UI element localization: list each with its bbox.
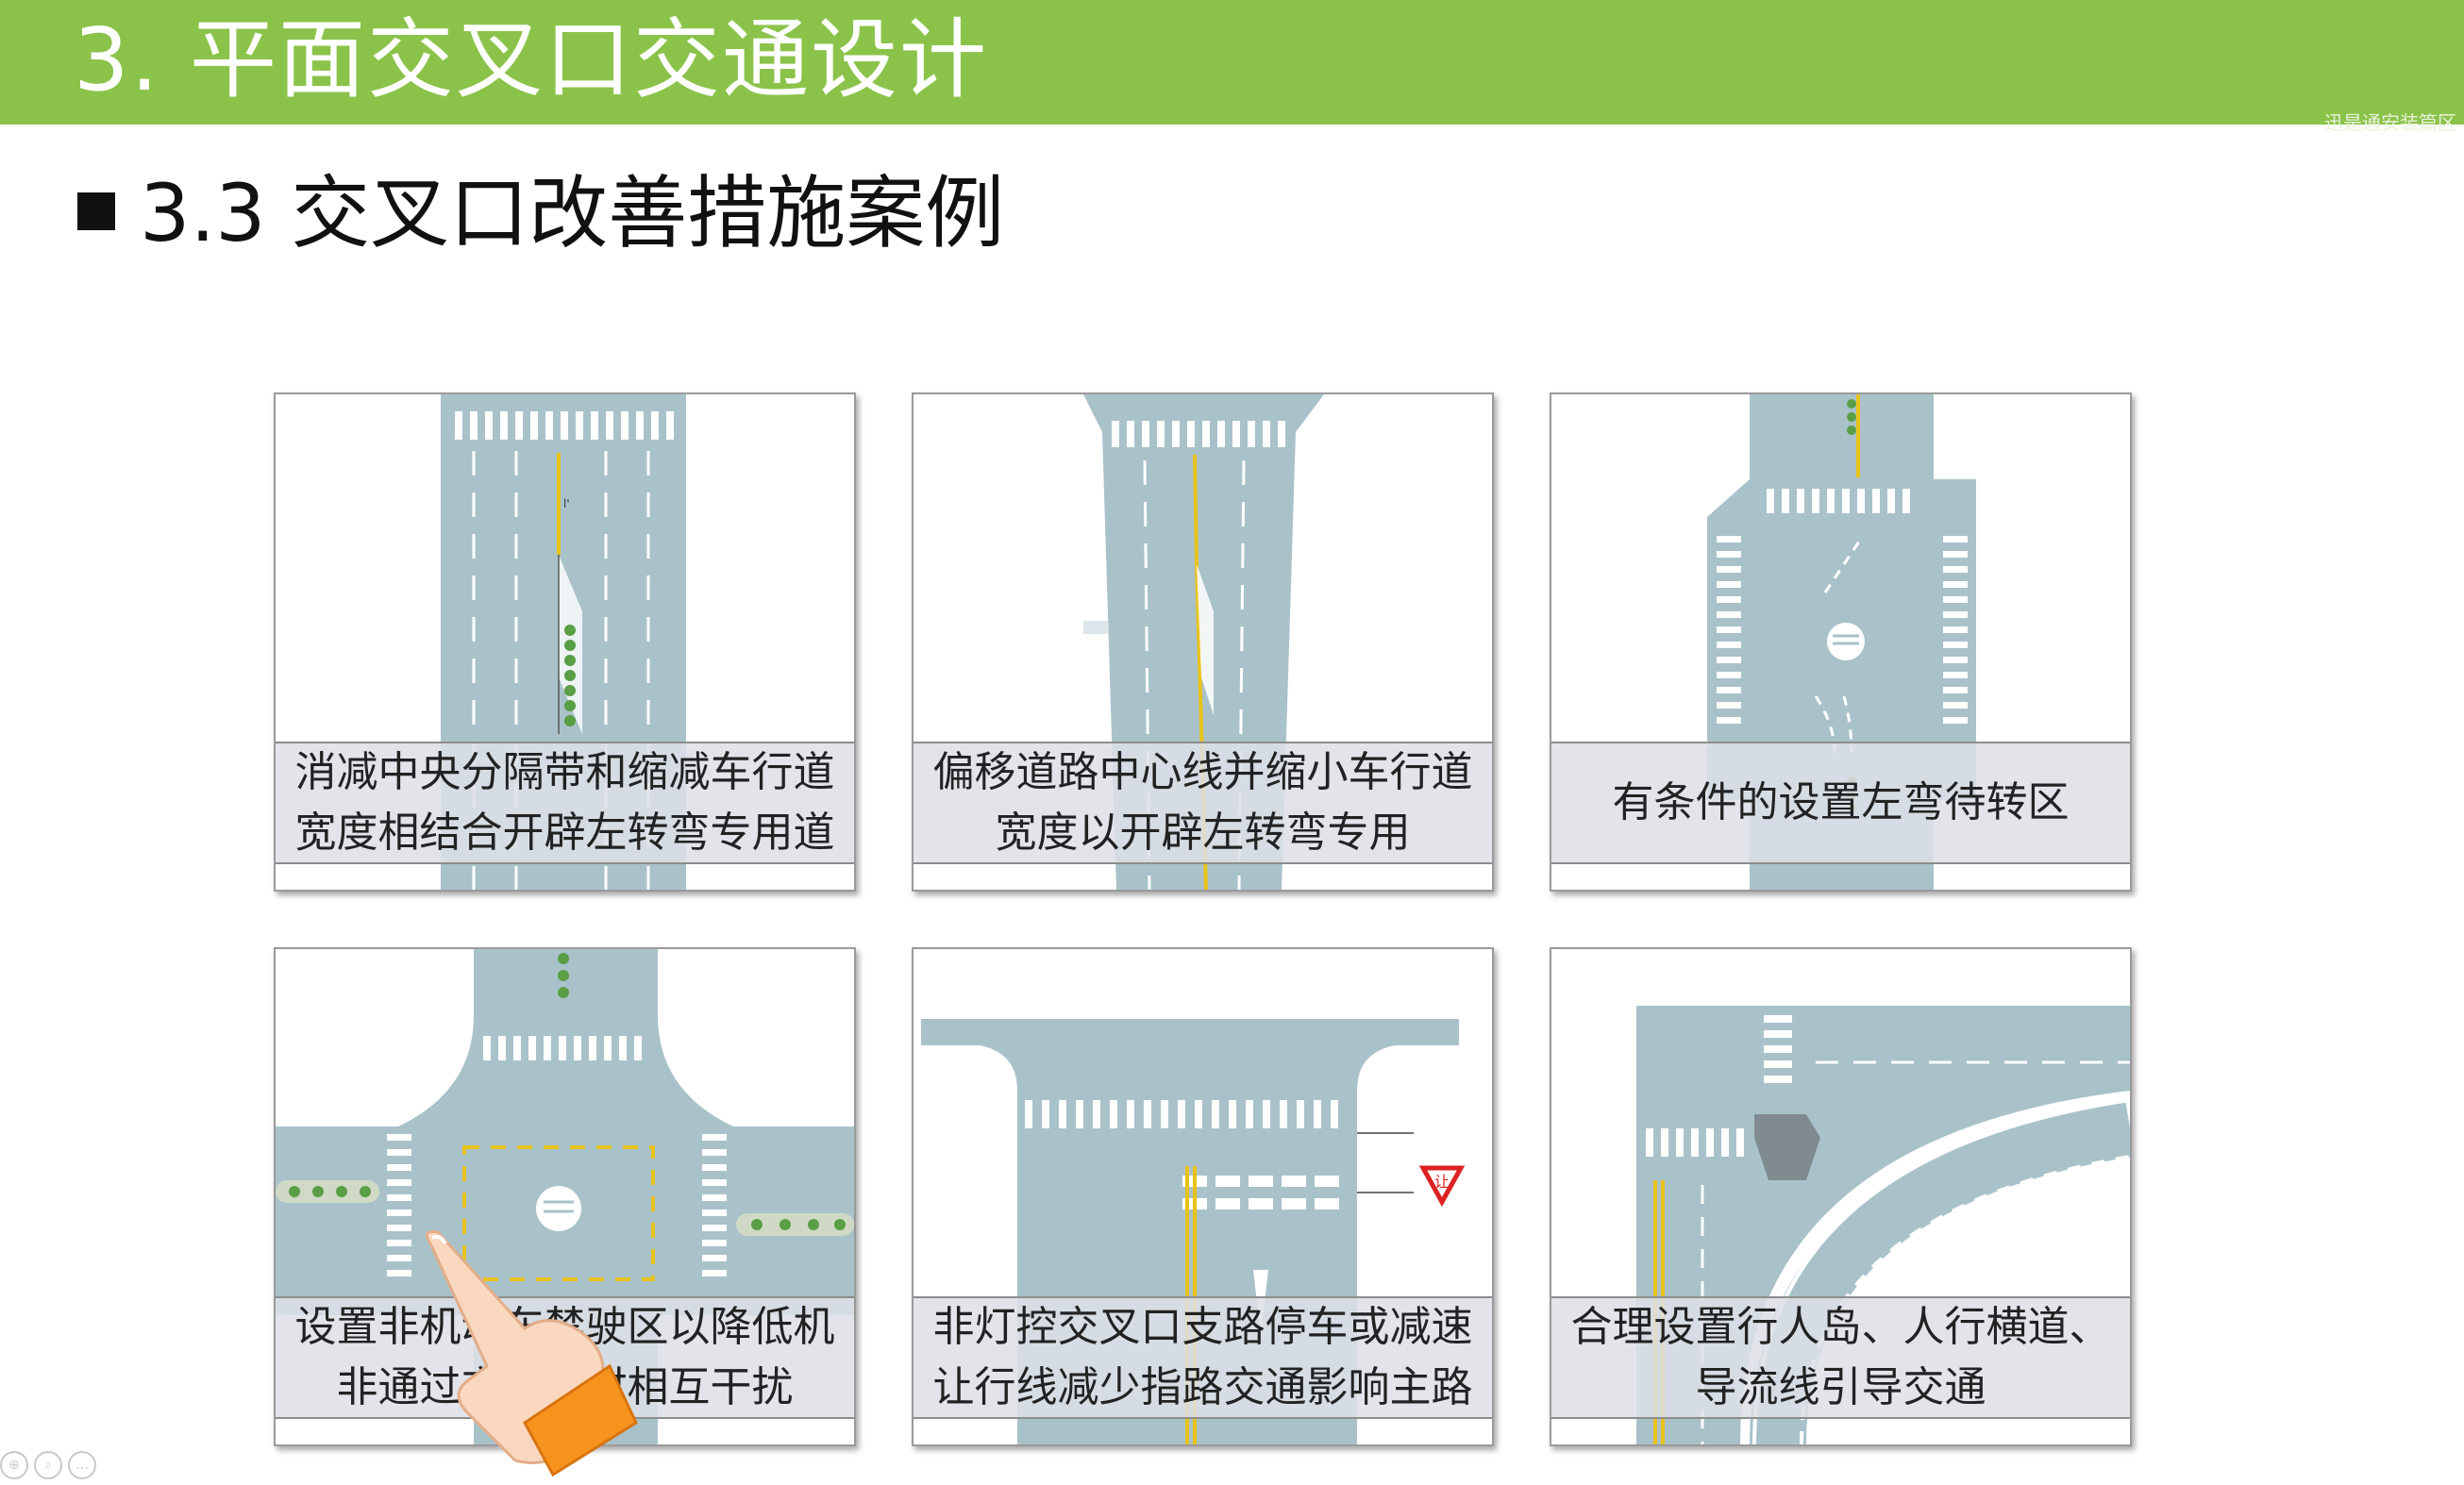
section-title: 3.3 交叉口改善措施案例 (140, 167, 1005, 259)
caption-line-2: 让行线减少指路交通影响主路 (932, 1363, 1473, 1411)
card-caption: 偏移道路中心线并缩小车行道 宽度以开辟左转弯专用 (914, 742, 1492, 864)
card-caption: 合理设置行人岛、人行横道、 导流线引导交通 (1551, 1296, 2130, 1419)
more-icon[interactable]: … (68, 1451, 96, 1479)
title-bar: 3. 平面交叉口交通设计 迅是通安装篇区 (0, 0, 2464, 134)
search-icon[interactable]: ⌕ (34, 1451, 62, 1479)
pointing-hand-cursor-icon (425, 1230, 638, 1477)
card-caption: 有条件的设置左弯待转区 (1551, 742, 2130, 864)
square-bullet-icon (77, 192, 115, 231)
case-card-3[interactable]: 有条件的设置左弯待转区 (1550, 392, 2132, 892)
case-card-2[interactable]: 偏移道路中心线并缩小车行道 宽度以开辟左转弯专用 (912, 392, 1494, 892)
case-card-5[interactable]: 让 非灯控交叉口支路停车或减速 让行线减少指路交通影响主路 (912, 947, 1494, 1446)
watermark-text: 迅是通安装篇区 (2324, 111, 2456, 134)
caption-line-2: 宽度相结合开辟左转弯专用道 (294, 809, 835, 857)
case-card-6[interactable]: 合理设置行人岛、人行横道、 导流线引导交通 (1550, 947, 2132, 1446)
section-heading: 3.3 交叉口改善措施案例 (77, 166, 1004, 260)
bottom-toolbar: ⊕⌕… (0, 1451, 104, 1485)
caption-line-1: 有条件的设置左弯待转区 (1612, 778, 2070, 826)
card-caption: 非灯控交叉口支路停车或减速 让行线减少指路交通影响主路 (914, 1296, 1492, 1419)
svg-text:l': l' (563, 497, 570, 510)
caption-line-1: 合理设置行人岛、人行横道、 (1570, 1303, 2111, 1351)
caption-line-1: 偏移道路中心线并缩小车行道 (932, 748, 1473, 796)
caption-line-2: 宽度以开辟左转弯专用 (995, 809, 1411, 857)
caption-line-2: 导流线引导交通 (1695, 1363, 1986, 1411)
zoom-icon[interactable]: ⊕ (0, 1451, 28, 1479)
caption-line-1: 非灯控交叉口支路停车或减速 (932, 1303, 1473, 1351)
case-card-1[interactable]: l' 消减中央分隔带和缩减车行道 宽度相结合开辟左转弯专用道 (274, 392, 856, 892)
page-title: 3. 平面交叉口交通设计 (74, 9, 989, 110)
yield-sign-text: 让 (1434, 1173, 1450, 1191)
card-caption: 消减中央分隔带和缩减车行道 宽度相结合开辟左转弯专用道 (276, 742, 854, 864)
caption-line-1: 消减中央分隔带和缩减车行道 (294, 748, 835, 796)
